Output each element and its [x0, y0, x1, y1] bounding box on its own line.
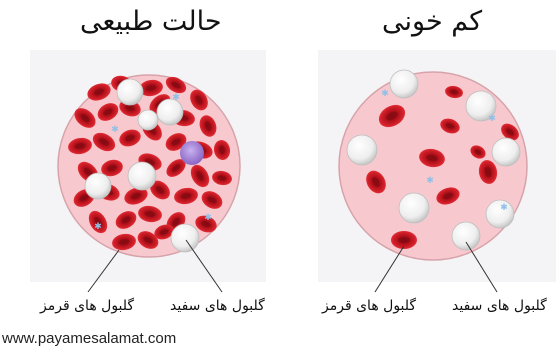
white-blood-cell: [128, 162, 156, 190]
platelet: ✱: [426, 176, 434, 186]
white-blood-cell: [452, 222, 480, 250]
white-blood-cell: [138, 110, 158, 130]
website-url: www.payamesalamat.com: [2, 330, 176, 347]
anemia-red-cells-label: گلبول های قرمز: [322, 298, 416, 314]
red-blood-cell-center: [398, 237, 410, 243]
platelet: ✱: [500, 203, 508, 213]
platelet: ✱: [488, 114, 496, 124]
normal-white-cells-label: گلبول های سفید: [170, 298, 265, 314]
white-blood-cell: [390, 70, 418, 98]
anemia-white-cells-label: گلبول های سفید: [452, 298, 547, 314]
platelet: ✱: [94, 222, 102, 232]
white-blood-cell: [347, 135, 377, 165]
white-blood-cell: [85, 173, 111, 199]
platelet: ✱: [204, 213, 212, 223]
white-blood-cell: [399, 193, 429, 223]
lymphocyte: [180, 141, 204, 165]
platelet: ✱: [381, 89, 389, 99]
normal-red-cells-label: گلبول های قرمز: [40, 298, 134, 314]
platelet: ✱: [111, 125, 119, 135]
white-blood-cell: [171, 224, 199, 252]
white-blood-cell: [492, 138, 520, 166]
white-blood-cell: [117, 79, 143, 105]
platelet: ✱: [172, 93, 180, 103]
